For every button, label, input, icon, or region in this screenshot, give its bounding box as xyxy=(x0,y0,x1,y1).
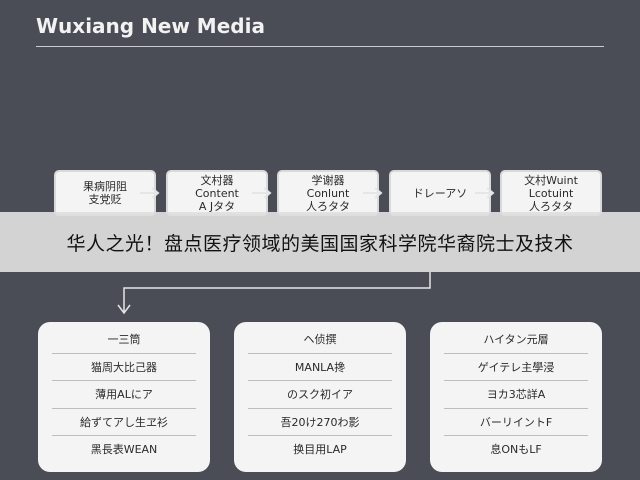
arrow-right-icon xyxy=(140,187,160,199)
flow-box-1-line2: 支党贬 xyxy=(88,193,122,206)
flow-box-3: 学谢器 Conlunt 人ろタタ xyxy=(277,170,379,216)
list-item: 薄用ALにア xyxy=(52,381,196,409)
list-card-1: 一三筒 猫周大比己器 薄用ALにア 給ずてアし生ヱ衫 黑長表WEAN xyxy=(38,322,210,472)
arrow-right-icon xyxy=(363,187,383,199)
list-item: ゲイテレ主學浸 xyxy=(444,354,588,381)
flow-box-3-line3: 人ろタタ xyxy=(306,199,350,213)
list-item: バーリイントF xyxy=(444,409,588,436)
list-card-3: ハイタン元層 ゲイテレ主學浸 ヨカ3芯詳A バーリイントF 息ONもLF xyxy=(430,322,602,472)
page-title: Wuxiang New Media xyxy=(36,14,265,38)
flow-box-5-line1: 文村Wuint xyxy=(524,173,578,187)
flow-box-4-line1: ドレーアソ xyxy=(412,186,468,200)
list-item: 息ONもLF xyxy=(490,443,542,457)
flow-box-3-line2: Conlunt xyxy=(306,186,350,200)
list-item: のスク初イア xyxy=(248,381,392,409)
flow-box-1-line1: 果病阴阻 xyxy=(83,180,127,193)
list-item: MANLA搀 xyxy=(248,354,392,381)
arrow-right-icon xyxy=(475,187,495,199)
list-item: 黑長表WEAN xyxy=(90,443,158,457)
flow-box-3-line1: 学谢器 xyxy=(311,173,345,187)
arrow-right-icon xyxy=(252,187,272,199)
title-divider xyxy=(36,46,604,47)
list-card-2: ヘ侦撰 MANLA搀 のスク初イア 吾20け270わ影 换目用LAP xyxy=(234,322,406,472)
list-item: 换目用LAP xyxy=(293,443,347,457)
list-item: ハイタン元層 xyxy=(444,326,588,354)
flow-box-2-line2: Content xyxy=(195,186,239,200)
flow-box-5-line2: Lcotuint xyxy=(528,186,574,200)
flow-box-5: 文村Wuint Lcotuint 人ろタタ xyxy=(500,170,602,216)
list-item: 一三筒 xyxy=(52,326,196,354)
flow-box-2-line3: A Jタタ xyxy=(198,199,236,213)
overlay-banner: 华人之光！盘点医疗领域的美国国家科学院华裔院士及技术 xyxy=(0,212,640,272)
list-item: ヘ侦撰 xyxy=(248,326,392,354)
list-item: 吾20け270わ影 xyxy=(248,409,392,436)
list-item: ヨカ3芯詳A xyxy=(444,381,588,409)
list-item: 猫周大比己器 xyxy=(52,354,196,381)
flow-box-2-line1: 文村器 xyxy=(200,173,234,187)
banner-text: 华人之光！盘点医疗领域的美国国家科学院华裔院士及技术 xyxy=(66,232,574,255)
flow-box-5-line3: 人ろタタ xyxy=(529,199,573,213)
flow-box-1: 果病阴阻 支党贬 xyxy=(54,170,156,216)
list-item: 給ずてアし生ヱ衫 xyxy=(52,409,196,436)
